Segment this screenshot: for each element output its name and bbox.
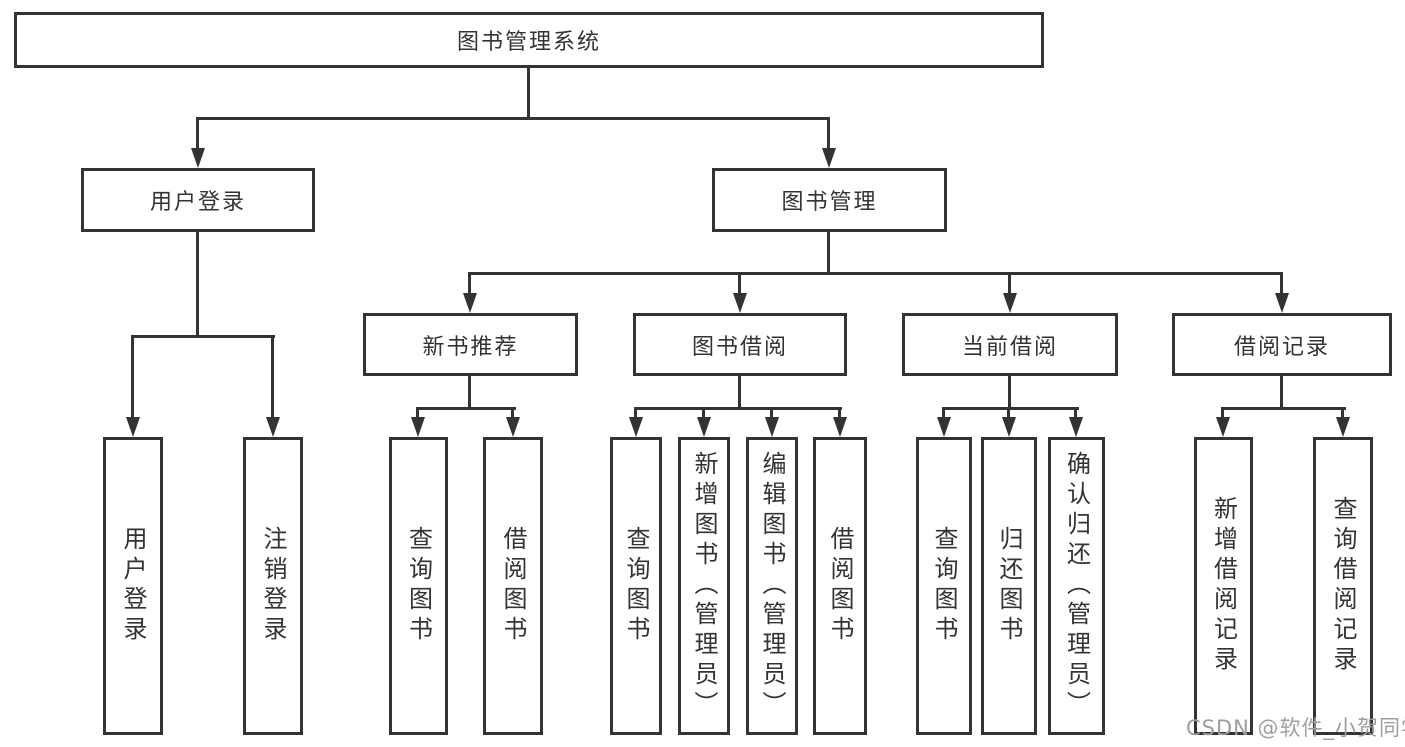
leaf-edit-books-admin: 编辑图书（管理员）	[746, 437, 798, 735]
connector-line	[1222, 407, 1346, 410]
arrow-down-icon	[463, 293, 477, 313]
node-label: 图书管理系统	[456, 30, 601, 55]
connector-line	[1221, 407, 1224, 419]
connector-line	[196, 117, 199, 150]
node-new-book-recommend: 新书推荐	[363, 313, 578, 376]
node-label: 查询借阅记录	[1329, 496, 1357, 676]
leaf-query-books-current: 查询图书	[916, 437, 972, 735]
node-label: 当前借阅	[961, 334, 1058, 360]
node-label: 新增借阅记录	[1209, 496, 1238, 676]
node-user-login: 用户登录	[81, 168, 315, 232]
arrow-down-icon	[1002, 417, 1016, 437]
node-label: 用户登录	[149, 190, 246, 215]
watermark: CSDN @软件_小贺同学	[1186, 716, 1405, 740]
leaf-query-books-borrowing: 查询图书	[610, 437, 662, 735]
arrow-down-icon	[833, 417, 847, 437]
connector-line	[1280, 272, 1283, 295]
node-library-management-system: 图书管理系统	[14, 12, 1044, 68]
arrow-down-icon	[697, 417, 711, 437]
connector-line	[197, 117, 830, 120]
arrow-down-icon	[937, 417, 951, 437]
arrow-down-icon	[191, 148, 205, 168]
arrow-down-icon	[629, 417, 643, 437]
connector-line	[738, 376, 741, 407]
node-label: 确认归还（管理员）	[1062, 451, 1091, 721]
leaf-borrow-books-recommend: 借阅图书	[483, 437, 543, 735]
connector-line	[196, 232, 199, 335]
node-label: 注销登录	[259, 526, 287, 646]
leaf-user-login: 用户登录	[103, 437, 163, 735]
connector-line	[1008, 376, 1011, 407]
connector-line	[1008, 272, 1011, 295]
connector-line	[468, 272, 1283, 275]
arrow-down-icon	[1216, 417, 1230, 437]
leaf-query-borrow-record: 查询借阅记录	[1313, 437, 1373, 735]
connector-line	[1074, 407, 1077, 419]
connector-line	[1007, 407, 1010, 419]
arrow-down-icon	[733, 293, 747, 313]
connector-line	[131, 335, 134, 419]
node-label: 新书推荐	[422, 334, 519, 360]
connector-line	[468, 272, 471, 295]
arrow-down-icon	[411, 417, 425, 437]
leaf-logout: 注销登录	[243, 437, 303, 735]
node-current-borrowing: 当前借阅	[902, 313, 1118, 376]
node-label: 新增图书（管理员）	[690, 451, 718, 721]
connector-line	[416, 407, 419, 419]
connector-line	[271, 335, 274, 419]
connector-line	[1280, 376, 1283, 407]
leaf-add-borrow-record: 新增借阅记录	[1194, 437, 1253, 735]
arrow-down-icon	[822, 148, 836, 168]
arrow-down-icon	[1336, 417, 1350, 437]
leaf-confirm-return-admin: 确认归还（管理员）	[1048, 437, 1105, 735]
node-label: 用户登录	[119, 526, 147, 646]
connector-line	[511, 407, 514, 419]
node-label: 借阅图书	[826, 526, 854, 646]
arrow-down-icon	[765, 417, 779, 437]
arrow-down-icon	[126, 417, 140, 437]
node-label: 借阅记录	[1233, 334, 1330, 360]
arrow-down-icon	[1003, 293, 1017, 313]
connector-line	[527, 68, 530, 117]
node-label: 借阅图书	[499, 526, 527, 646]
connector-line	[417, 407, 516, 410]
connector-line	[634, 407, 842, 410]
connector-line	[1341, 407, 1344, 419]
node-label: 归还图书	[995, 526, 1023, 646]
connector-line	[468, 376, 471, 407]
node-label: 查询图书	[622, 526, 650, 646]
connector-line	[131, 335, 275, 338]
node-book-borrowing: 图书借阅	[633, 313, 847, 376]
connector-line	[838, 407, 841, 419]
connector-line	[634, 407, 637, 419]
node-borrowing-records: 借阅记录	[1172, 313, 1392, 376]
connector-line	[770, 407, 773, 419]
connector-line	[942, 407, 945, 419]
node-label: 查询图书	[930, 526, 958, 646]
connector-line	[942, 407, 1079, 410]
arrow-down-icon	[1069, 417, 1083, 437]
arrow-down-icon	[266, 417, 280, 437]
node-label: 图书管理	[781, 190, 878, 215]
node-label: 图书借阅	[691, 334, 788, 360]
node-label: 查询图书	[404, 526, 433, 646]
connector-line	[827, 117, 830, 150]
leaf-return-books: 归还图书	[981, 437, 1037, 735]
arrow-down-icon	[506, 417, 520, 437]
leaf-borrow-books: 借阅图书	[813, 437, 867, 735]
arrow-down-icon	[1275, 293, 1289, 313]
connector-line	[702, 407, 705, 419]
node-book-management: 图书管理	[712, 168, 947, 232]
node-label: 编辑图书（管理员）	[758, 451, 786, 721]
connector-line	[827, 232, 830, 272]
leaf-add-books-admin: 新增图书（管理员）	[678, 437, 730, 735]
connector-line	[738, 272, 741, 295]
leaf-query-books-recommend: 查询图书	[389, 437, 448, 735]
